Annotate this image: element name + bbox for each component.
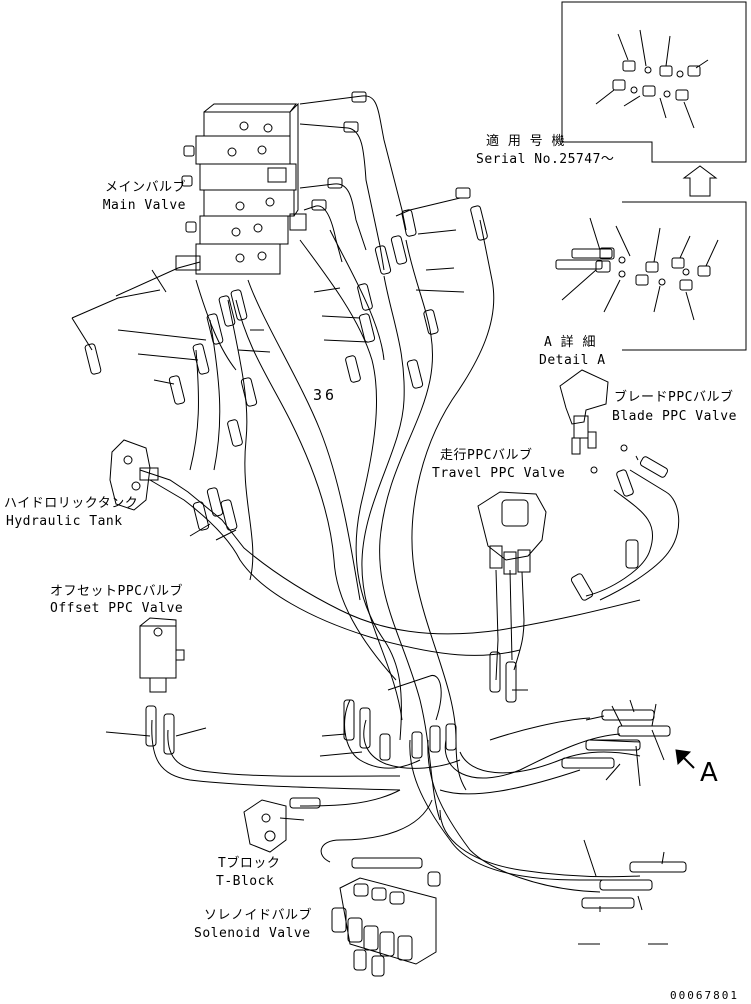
- hydraulic-tank: [109, 439, 159, 511]
- serial-inset-box: [561, 1, 747, 163]
- inset-fittings: [595, 29, 709, 129]
- blade-ppc-label-jp: ブレードPPCバルブ: [614, 390, 734, 405]
- blade-ppc-label-en: Blade PPC Valve: [612, 409, 737, 424]
- main-valve-elbows: [311, 91, 471, 211]
- view-a-arrow-icon: [675, 749, 695, 769]
- serial-label-en: Serial No.25747～: [476, 152, 615, 167]
- blade-ppc-valve: [559, 369, 628, 474]
- t-block-label-jp: Tブロック: [218, 856, 281, 871]
- detail-a-hoses: [555, 247, 615, 273]
- hose-fittings: [84, 205, 687, 909]
- main-valve-label-jp: メインバルブ: [104, 180, 186, 195]
- up-arrow-icon: [682, 165, 718, 197]
- travel-ppc-label-jp: 走行PPCバルブ: [440, 448, 533, 463]
- t-block: [243, 799, 287, 853]
- part-number-36: 36: [313, 386, 338, 404]
- hydraulic-tank-label-jp: ハイドロリックタンク: [4, 496, 139, 511]
- hose-lines: [139, 95, 680, 893]
- t-block-label-en: T-Block: [216, 874, 275, 889]
- offset-ppc-label-jp: オフセットPPCバルブ: [50, 584, 183, 599]
- offset-ppc-valve: [139, 617, 185, 693]
- detail-a-box: [555, 201, 747, 351]
- solenoid-valve-label-en: Solenoid Valve: [194, 926, 311, 941]
- serial-label-jp: 適 用 号 機: [486, 134, 565, 149]
- main-valve-label-en: Main Valve: [102, 198, 186, 213]
- solenoid-valve: [331, 871, 441, 977]
- hydraulic-tank-label-en: Hydraulic Tank: [6, 514, 123, 529]
- leader-lines: [71, 229, 665, 912]
- view-a-label: A: [700, 758, 719, 788]
- solenoid-valve-label-jp: ソレノイドバルブ: [204, 908, 313, 923]
- travel-ppc-valve: [477, 491, 547, 575]
- main-valve: [175, 102, 307, 275]
- detail-a-label-jp: A 詳 細: [544, 335, 596, 350]
- detail-a-fittings: [561, 217, 719, 321]
- offset-ppc-label-en: Offset PPC Valve: [50, 601, 184, 616]
- drawing-code: 00067801: [670, 989, 739, 1002]
- detail-a-label-en: Detail A: [539, 353, 606, 368]
- travel-ppc-label-en: Travel PPC Valve: [432, 466, 566, 481]
